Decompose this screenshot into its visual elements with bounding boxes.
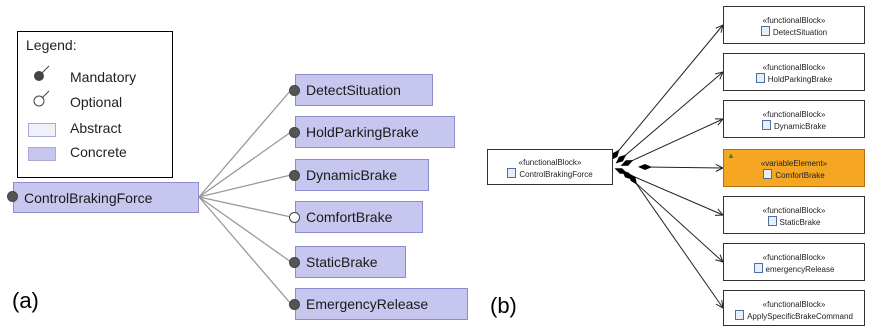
panel-a-label: (a) [12,288,39,313]
mandatory-marker [289,257,300,268]
fm-child-static-brake[interactable]: StaticBrake [295,246,406,278]
fm-root-node[interactable]: ControlBrakingForce [13,182,199,213]
composition-diamond [628,173,638,185]
abstract-swatch [28,123,56,137]
fm-edge [198,196,292,305]
mandatory-symbol-icon [34,65,50,81]
composition-edge [620,170,724,216]
fm-edge [198,131,292,198]
fm-child-emergency-release[interactable]: EmergencyRelease [295,288,468,320]
mandatory-marker [289,127,300,138]
block-emergency-release[interactable]: «functionalBlock» emergencyRelease [723,243,865,281]
composition-edge [620,71,724,160]
block-comfort-brake[interactable]: ▲ «variableElement» ComfortBrake [723,149,865,187]
optional-marker [289,212,300,223]
composition-edge [626,174,724,263]
concrete-swatch [28,147,56,161]
fm-edge [198,196,292,263]
panel-b-label: (b) [490,293,517,318]
variability-marker-icon: ▲ [727,151,735,160]
block-icon [763,169,773,179]
block-icon [507,168,517,178]
fm-edge [198,174,292,198]
fm-edge [198,196,292,218]
fm-child-comfort-brake[interactable]: ComfortBrake [295,201,423,233]
legend-title: Legend: [26,37,77,53]
mandatory-marker [289,299,300,310]
block-detect-situation[interactable]: «functionalBlock» DetectSituation [723,6,865,44]
composition-edge [614,24,724,156]
optional-symbol-icon [33,90,50,107]
block-icon [755,73,765,83]
root-mandatory-marker [7,191,18,202]
block-static-brake[interactable]: «functionalBlock» StaticBrake [723,196,865,234]
block-icon [767,216,777,226]
fm-child-dynamic-brake[interactable]: DynamicBrake [295,159,429,191]
composition-edge [632,178,724,309]
block-icon [760,26,770,36]
composition-diamond [615,154,627,164]
block-dynamic-brake[interactable]: «functionalBlock» DynamicBrake [723,100,865,138]
block-root-control-braking-force[interactable]: «functionalBlock» ControlBrakingForce [487,149,613,185]
fm-child-hold-parking-brake[interactable]: HoldParkingBrake [295,116,455,148]
fm-child-detect-situation[interactable]: DetectSituation [295,74,433,106]
composition-edge [626,118,724,164]
fm-edge [198,89,292,198]
block-icon [753,263,763,273]
mandatory-marker [289,85,300,96]
legend-box: Legend: Mandatory Optional Abstract Conc… [17,31,173,178]
composition-diamond [621,170,633,180]
block-apply-specific-brake-command[interactable]: «functionalBlock» ApplySpecificBrakeComm… [723,290,865,326]
composition-edge [644,166,724,169]
block-icon [761,120,771,130]
composition-diamond [638,164,652,170]
block-icon [735,310,745,320]
composition-diamond [620,160,634,166]
mandatory-marker [289,170,300,181]
block-hold-parking-brake[interactable]: «functionalBlock» HoldParkingBrake [723,53,865,91]
